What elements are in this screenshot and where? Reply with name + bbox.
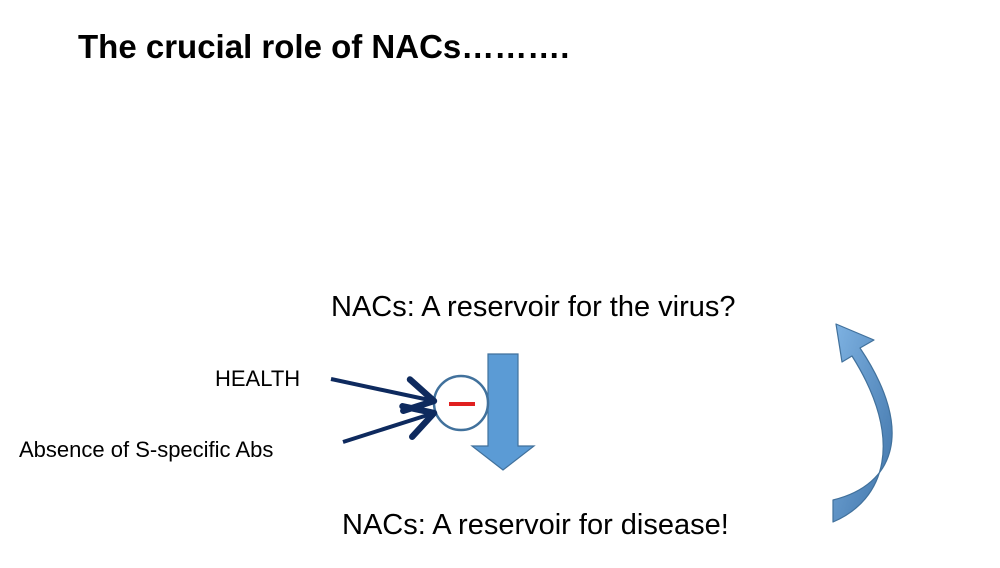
absence-label: Absence of S-specific Abs (19, 437, 274, 462)
bottom-statement: NACs: A reservoir for disease! (342, 509, 729, 541)
down-arrow-icon (470, 353, 536, 471)
minus-circle-icon (432, 374, 490, 432)
absence-arrow-icon (342, 403, 438, 444)
curved-arrow-icon (832, 323, 893, 523)
top-statement: NACs: A reservoir for the virus? (331, 291, 736, 323)
health-arrow-icon (330, 376, 438, 414)
slide-title: The crucial role of NACs………. (78, 28, 570, 65)
health-label: HEALTH (215, 366, 301, 391)
